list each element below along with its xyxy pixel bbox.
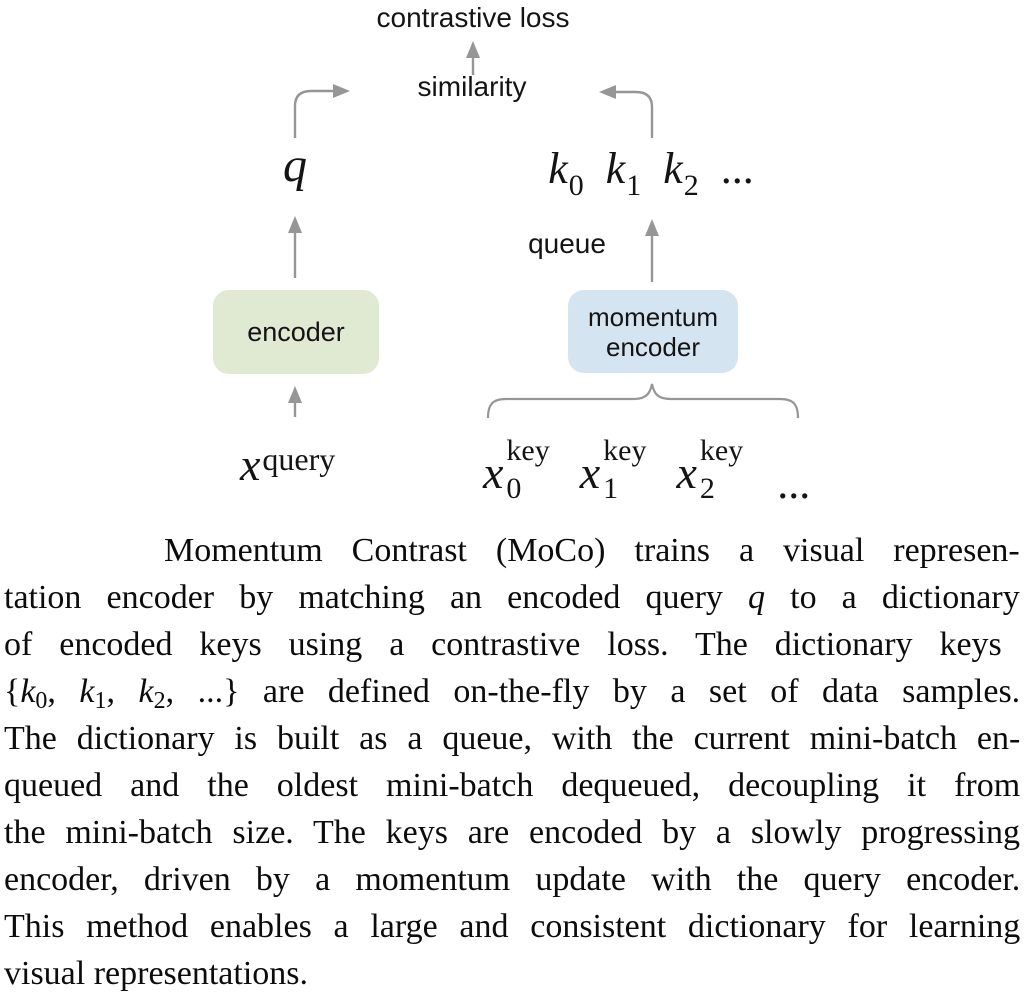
caption-line: This method enables a large and consiste… [4,903,1020,950]
momentum-encoder-label-line1: momentum [587,301,719,332]
loss-arrow-head [466,41,480,58]
q-symbol: q [283,139,307,192]
caption-text: tation encoder by matching an encoded qu… [4,579,749,616]
momentum-keys-arrow-head [645,219,659,236]
keys-brace [486,383,800,419]
key-subscript: 2 [683,169,699,202]
x-query-base: x [240,439,261,490]
contrastive-loss-label: contrastive loss [376,2,570,33]
caption-text: , ...} are defined on-the-fly by a set o… [165,673,1021,710]
caption-text: , [47,673,80,710]
encoder-box: encoder [213,290,379,374]
x-key-symbol: x key 2 [677,436,744,504]
caption-line: The dictionary is built as a queue, with… [4,715,1020,762]
caption-math-var: k [138,673,154,710]
caption-line: Momentum Contrast (MoCo) trains a visual… [4,527,1020,574]
x-keys-ellipsis: ... [777,459,811,508]
caption-math-sub: 1 [94,688,107,714]
caption-line: queued and the oldest mini-batch dequeue… [4,762,1020,809]
key-symbol: k0 [548,143,584,202]
encoder-label: encoder [247,316,345,347]
caption-math-var: k [20,673,36,710]
x-query-superscript: query [262,441,336,477]
key-symbol: k2 [663,143,699,202]
keys-similarity-arrow [616,90,654,138]
caption-text: to a dictionary [765,579,1020,616]
keys-similarity-arrow-head [599,85,616,99]
caption-line: the mini-batch size. The keys are encode… [4,809,1020,856]
x-key-scripts: key 1 [603,436,646,504]
caption-line: tation encoder by matching an encoded qu… [4,574,1020,621]
x-key-base: x [483,447,504,498]
key-subscript: 1 [626,169,642,202]
similarity-label: similarity [417,71,527,102]
x-key-subscript: 2 [699,472,715,505]
keys-row: k0 k1 k2 ... [548,143,754,202]
x-query-symbol: xquery [240,439,336,492]
x-key-scripts: key 0 [506,436,549,504]
keys-ellipsis: ... [720,144,754,193]
caption-text: the mini-batch size. The keys are encode… [4,814,1020,851]
caption-line: visual representations. [4,950,1020,997]
caption-text: , [106,673,139,710]
x-key-base: x [676,447,697,498]
caption-math-sub: 0 [35,688,48,714]
q-similarity-arrow-head [333,84,350,98]
x-keys-row: x key 0 x key 1 x key 2 ... [483,436,811,508]
caption-text: encoder, driven by a momentum update wit… [4,861,1021,898]
key-base: k [663,144,683,193]
x-key-superscript: key [603,434,647,467]
caption-text: queued and the oldest mini-batch dequeue… [4,767,1021,804]
key-subscript: 0 [568,169,584,202]
x-key-subscript: 0 [506,472,522,505]
caption-math-var: q [748,579,766,616]
caption-text: { [4,673,21,710]
caption: Momentum Contrast (MoCo) trains a visual… [4,527,1020,997]
key-symbol: k1 [605,143,642,202]
caption-line: {k0, k1, k2, ...} are defined on-the-fly… [4,668,1020,715]
caption-text: of encoded keys using a contrastive loss… [4,626,1002,663]
caption-text: visual representations. [4,955,309,992]
q-similarity-arrow [293,89,333,138]
caption-line: of encoded keys using a contrastive loss… [4,621,1020,668]
caption-text: Momentum Contrast (MoCo) trains a visual… [164,532,1020,569]
x-key-superscript: key [506,434,550,467]
caption-line: encoder, driven by a momentum update wit… [4,856,1020,903]
x-key-superscript: key [699,434,744,467]
caption-math-sub: 2 [153,688,166,714]
x-key-base: x [579,447,601,498]
caption-math-var: k [79,673,95,710]
x-key-scripts: key 2 [700,436,743,504]
momentum-encoder-box: momentum encoder [568,290,738,373]
x-key-symbol: x key 1 [580,436,647,504]
x-key-subscript: 1 [603,472,619,505]
caption-text: The dictionary is built as a queue, with… [4,720,1021,757]
x-key-symbol: x key 0 [483,436,550,504]
encoder-q-arrow-head [288,216,302,233]
key-base: k [548,144,568,193]
momentum-encoder-label-line2: encoder [606,331,700,362]
key-base: k [605,144,626,193]
caption-text: This method enables a large and consiste… [4,908,1021,945]
queue-label: queue [528,228,606,259]
xquery-encoder-arrow-head [288,386,302,403]
